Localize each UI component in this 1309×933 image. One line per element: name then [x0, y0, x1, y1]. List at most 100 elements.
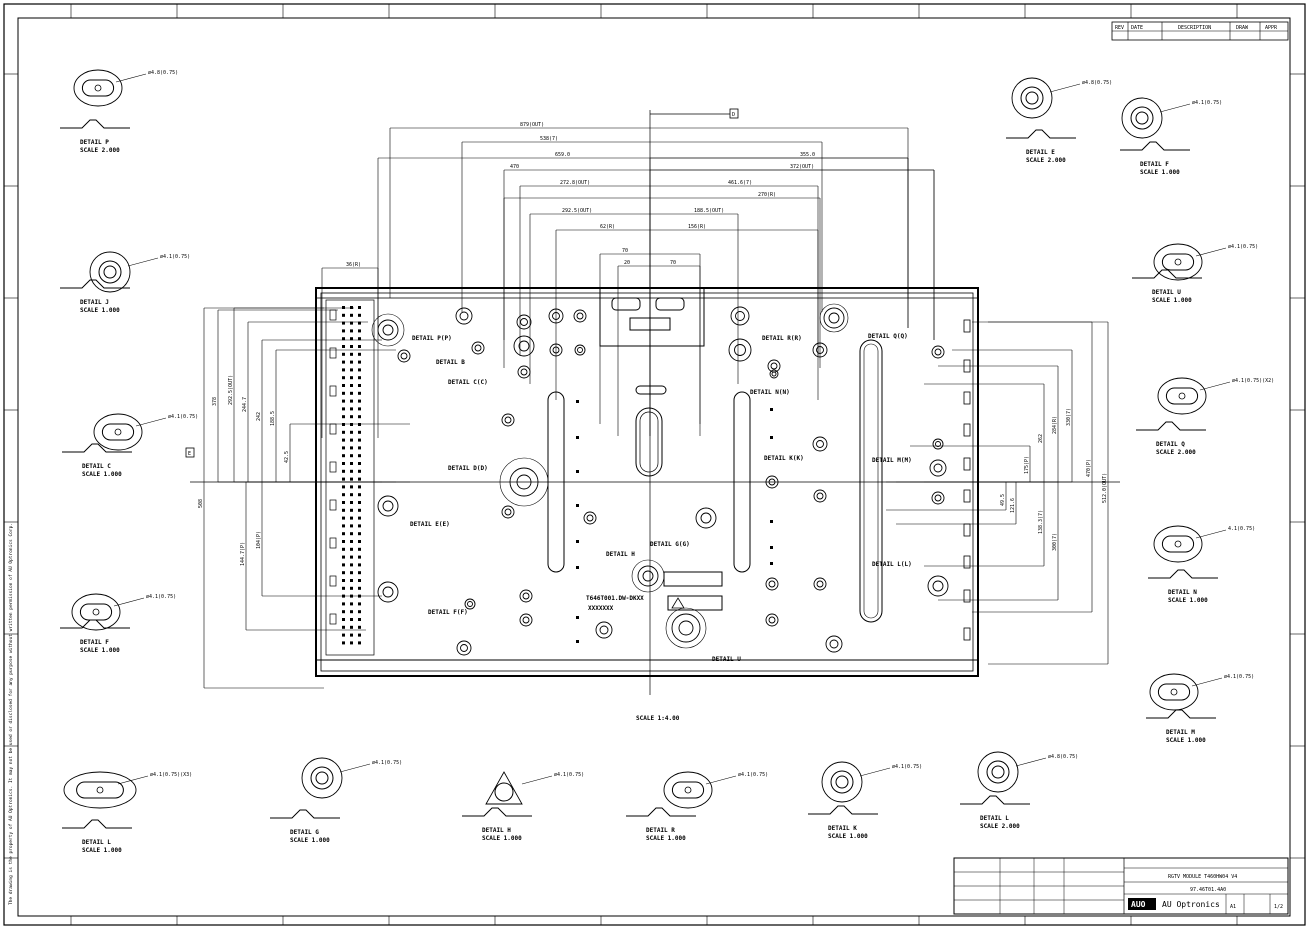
- dimension-value: 138.3(7): [1038, 510, 1044, 534]
- detail-slot: [1161, 253, 1195, 271]
- side-tabs: [963, 319, 971, 641]
- section-profile: [1136, 421, 1206, 431]
- detail-title: DETAIL R: [646, 827, 675, 834]
- mounting-hole: [377, 495, 399, 517]
- connector-pin: [342, 493, 345, 497]
- dimension-value: 270(R): [758, 192, 776, 198]
- label-detail-h: DETAIL H: [606, 551, 635, 558]
- connector-pin: [342, 384, 345, 387]
- detail-hole: [114, 428, 122, 436]
- connector-pin: [358, 306, 361, 309]
- mounting-hole-inner: [816, 440, 824, 448]
- connector-strip: [325, 299, 375, 656]
- hole-callout: ø4.1(0.75): [738, 772, 768, 778]
- section-profile: [1148, 569, 1218, 579]
- dimension-value: 300(7): [1052, 533, 1058, 551]
- connector-pin: [350, 602, 353, 606]
- connector-pin: [342, 345, 345, 348]
- detail-title: DETAIL N: [1168, 589, 1197, 596]
- detail-hole: [1178, 392, 1186, 400]
- main-panel-view: D E: [185, 108, 1120, 695]
- mounting-hole: [377, 319, 399, 341]
- description-header: DESCRIPTION: [1178, 25, 1211, 31]
- dimension-value: 461.6(7): [728, 180, 752, 186]
- mounting-hole: [929, 459, 947, 477]
- connector-tab: [329, 347, 337, 359]
- detail-scale: SCALE 1.000: [80, 307, 120, 314]
- side-tab: [963, 423, 971, 437]
- connector-pin: [342, 555, 345, 559]
- connector-pin: [342, 579, 345, 582]
- leader-line: [705, 775, 737, 785]
- draw-header: DRAW: [1236, 25, 1249, 31]
- center-scale: SCALE 1:4.00: [636, 715, 680, 722]
- mounting-hole: [931, 345, 945, 359]
- revision-table: REV DATE DESCRIPTION DRAW APPR: [1111, 21, 1289, 41]
- mounting-hole: [931, 491, 945, 505]
- connector-pin: [342, 415, 345, 419]
- dimension-value: 156(R): [688, 224, 706, 230]
- connector-pin: [358, 524, 361, 528]
- connector-pin: [358, 321, 361, 325]
- connector-pin: [350, 516, 353, 520]
- mounting-hole-inner: [518, 340, 530, 352]
- hole-callout: ø4.1(0.75): [1228, 244, 1258, 250]
- mounting-hole: [695, 507, 717, 529]
- connector-pin: [350, 508, 353, 512]
- connector-pin: [358, 313, 361, 317]
- mounting-hole-inner: [520, 318, 528, 326]
- connector-pin: [342, 368, 345, 372]
- connector-pin: [342, 477, 345, 481]
- connector-pin: [342, 391, 345, 395]
- connector-tab: [329, 461, 337, 473]
- dimension-value: 508: [198, 499, 204, 508]
- dimension-lines: [203, 127, 1109, 689]
- connector-pin: [358, 469, 361, 473]
- leader-line: [113, 597, 145, 607]
- detail-outline: [485, 771, 523, 805]
- detail-scale: SCALE 1.000: [82, 847, 122, 854]
- dimension-value: 284(R): [1052, 416, 1058, 434]
- detail-hole: [96, 786, 104, 794]
- section-profile: [1146, 709, 1216, 719]
- leader-line: [135, 417, 167, 427]
- side-note: The drawing is the property of AU Optron…: [8, 523, 14, 905]
- marker-dot: [576, 616, 579, 619]
- detail-outline: [93, 413, 143, 451]
- connector-pin: [350, 586, 353, 590]
- label-detail-n: DETAIL N(N): [750, 389, 790, 396]
- date-header: DATE: [1131, 25, 1143, 31]
- dimension-value: 175(P): [1024, 456, 1030, 474]
- dimension-value: 512.0(OUT): [1102, 473, 1108, 503]
- hole-callout: ø4.1(0.75): [1224, 674, 1254, 680]
- detail-scale: SCALE 1.000: [1168, 597, 1208, 604]
- connector-pin: [342, 563, 345, 567]
- connector-pin: [350, 462, 353, 465]
- mounting-hole: [471, 341, 485, 355]
- dimension-value: 538(7): [540, 136, 558, 142]
- side-tab: [963, 489, 971, 503]
- marker-dot: [576, 640, 579, 643]
- connector-pin: [342, 532, 345, 536]
- connector-pin: [358, 586, 361, 590]
- connector-pin: [358, 508, 361, 512]
- mounting-hole: [516, 314, 532, 330]
- mounting-hole-inner: [400, 352, 408, 360]
- label-detail-b: DETAIL B: [436, 359, 465, 366]
- hole-callout: 4.1(0.75): [1228, 526, 1255, 532]
- detail-hole: [986, 760, 1010, 784]
- connector-pin: [350, 391, 353, 395]
- detail-title: DETAIL F: [1140, 161, 1169, 168]
- marker-dot: [770, 546, 773, 549]
- outer-border: [3, 3, 1306, 926]
- mounting-hole: [377, 581, 399, 603]
- connector-pin: [350, 540, 353, 543]
- detail-hole: [98, 260, 122, 284]
- detail-outline: [1121, 97, 1163, 139]
- hole-callout: ø4.1(0.75): [1192, 100, 1222, 106]
- leader-line: [115, 73, 147, 83]
